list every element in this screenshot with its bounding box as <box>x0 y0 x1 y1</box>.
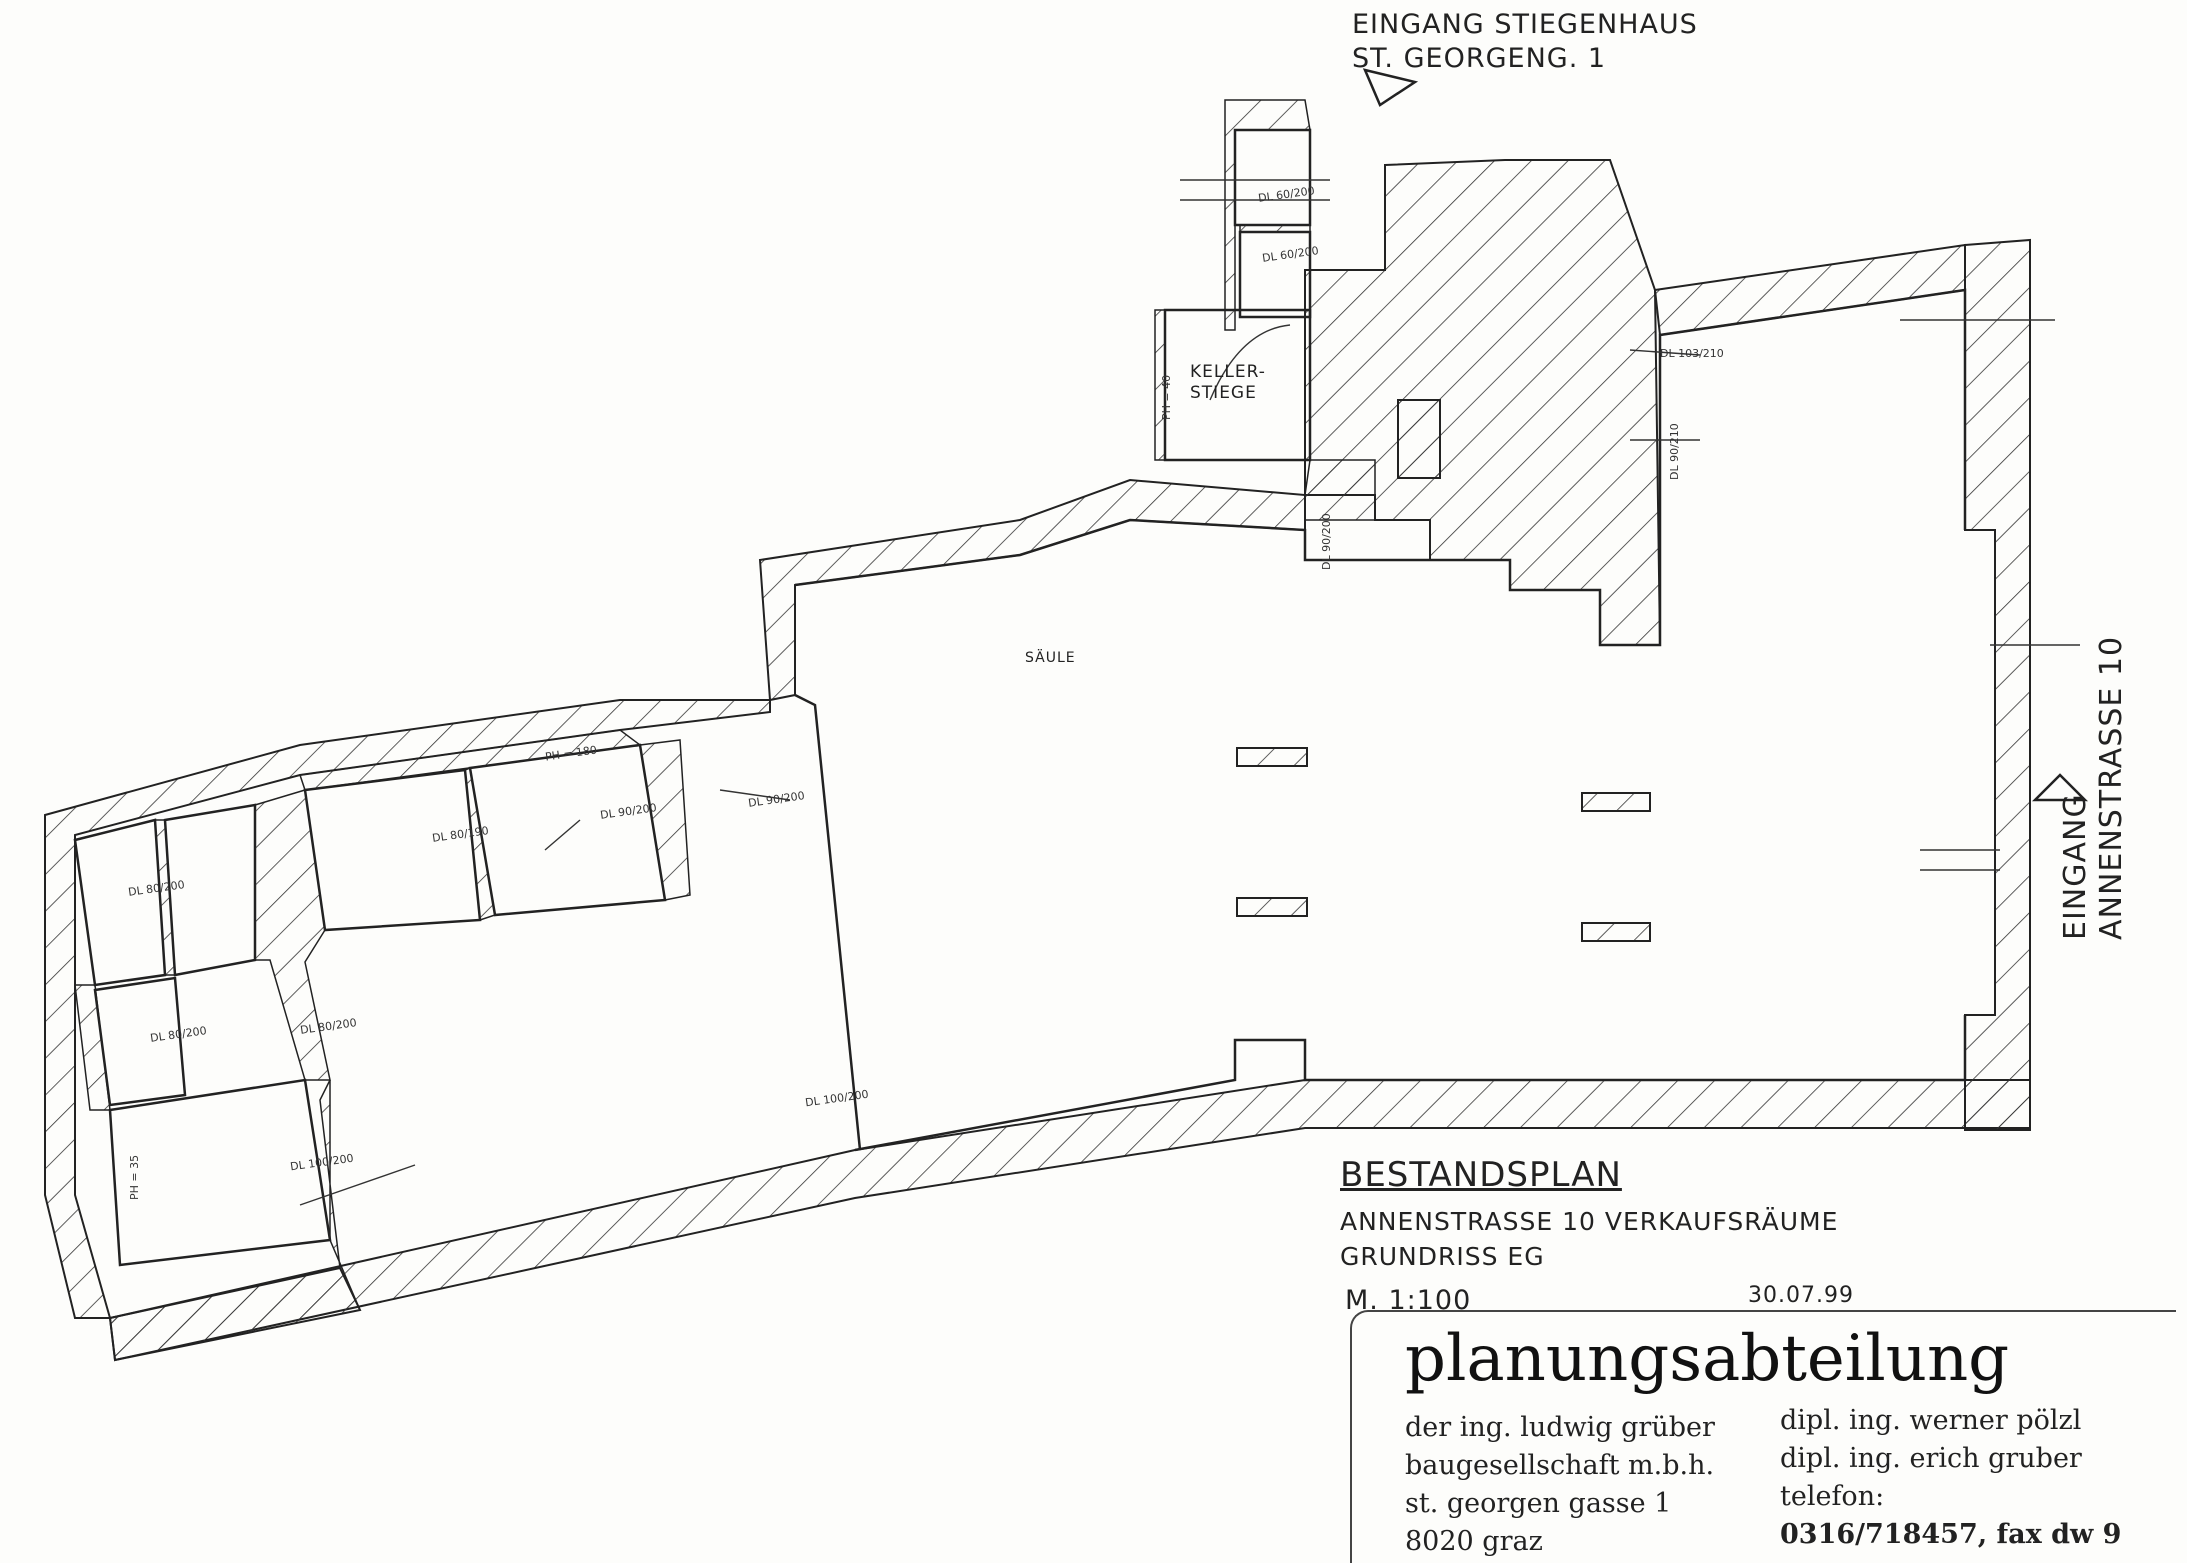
plan-subtitle-1: ANNENSTRASSE 10 VERKAUFSRÄUME <box>1340 1207 1839 1236</box>
stamp-company-name: planungsabteilung <box>1405 1322 2010 1396</box>
entrance-annenstrasse-label: EINGANG ANNENSTRASSE 10 <box>2058 636 2130 940</box>
stamp-right-line-2: dipl. ing. erich gruber <box>1780 1443 2082 1474</box>
stamp-left-line-1: der ing. ludwig grüber <box>1405 1412 1715 1443</box>
entrance-stairwell-line-1: EINGANG STIEGENHAUS <box>1352 9 1698 40</box>
plan-subtitle-2: GRUNDRISS EG <box>1340 1242 1545 1271</box>
saeule-label: SÄULE <box>1025 650 1076 666</box>
entrance-stairwell-line-2: ST. GEORGENG. 1 <box>1352 43 1607 74</box>
entrance-triangle-right <box>2031 773 2089 802</box>
company-stamp <box>1350 1310 2176 1563</box>
columns <box>1236 399 1651 942</box>
dimension-label: DL 103/210 <box>1660 347 1724 360</box>
stamp-right-line-4: 0316/718457, fax dw 9 <box>1780 1519 2122 1550</box>
keller-line-2: STIEGE <box>1190 383 1257 403</box>
stamp-left-line-2: baugesellschaft m.b.h. <box>1405 1450 1715 1481</box>
wc-walls <box>1154 99 1376 521</box>
entrance-stairwell-label: EINGANG STIEGENHAUS ST. GEORGENG. 1 <box>1352 8 1698 76</box>
stamp-left-line-3: st. georgen gasse 1 <box>1405 1488 1672 1519</box>
entrance-triangle-top <box>1362 68 1419 107</box>
stamp-right-line-3: telefon: <box>1780 1481 1885 1512</box>
keller-stiege-label: KELLER- STIEGE <box>1190 362 1266 404</box>
keller-line-1: KELLER- <box>1190 362 1266 382</box>
dimension-label: PH = 35 <box>128 1154 141 1200</box>
stamp-left-line-4: 8020 graz <box>1405 1526 1543 1557</box>
dimension-label: DL 90/200 <box>1320 513 1333 570</box>
hall-outline <box>794 288 1967 1152</box>
entrance-annenstrasse-line-1: EINGANG <box>2058 793 2093 940</box>
dimension-label: PH = 40 <box>1160 374 1173 420</box>
plan-title: BESTANDSPLAN <box>1340 1155 1622 1195</box>
door-lines <box>299 179 2080 1206</box>
dimension-label: DL 90/210 <box>1668 423 1681 480</box>
stamp-right-line-1: dipl. ing. werner pölzl <box>1780 1405 2082 1436</box>
plan-date: 30.07.99 <box>1748 1283 1854 1308</box>
west-room-walls <box>74 729 691 1311</box>
entrance-annenstrasse-line-2: ANNENSTRASSE 10 <box>2094 635 2129 940</box>
outer-walls <box>44 159 2031 1362</box>
entrance-markers <box>1362 68 2089 802</box>
